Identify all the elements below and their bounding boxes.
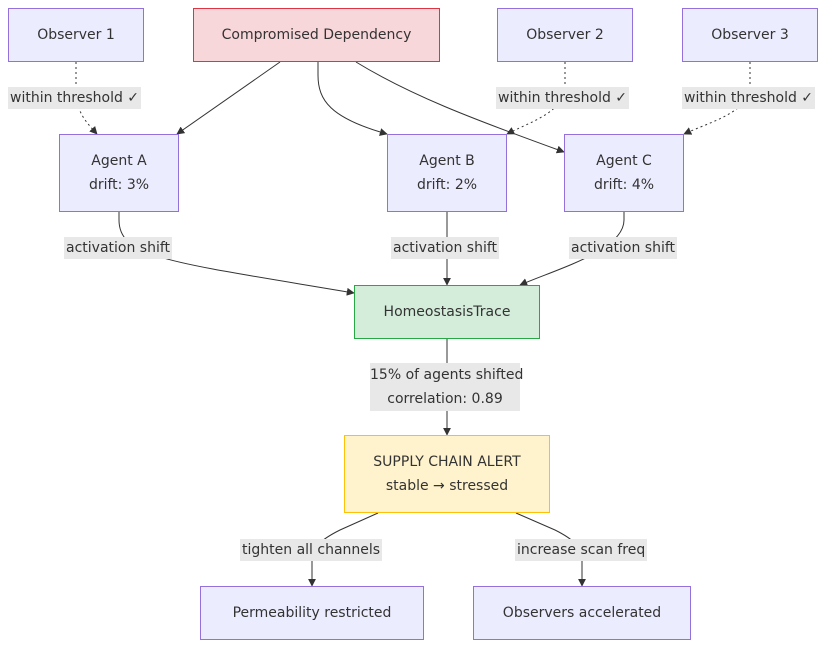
edge-label-activation-c: activation shift: [569, 237, 678, 259]
alert-title: SUPPLY CHAIN ALERT: [373, 454, 521, 470]
edge-label-correlation: correlation: 0.89: [387, 391, 503, 407]
supply-chain-alert-node: SUPPLY CHAIN ALERT stable → stressed: [344, 435, 550, 513]
edge-label-observer1: within threshold ✓: [8, 87, 142, 109]
observers-accelerated-label: Observers accelerated: [502, 605, 662, 621]
edge-label-activation-a: activation shift: [64, 237, 173, 259]
edge-label-trace-to-alert: 15% of agents shifted correlation: 0.89: [370, 363, 524, 411]
compromised-dependency-label: Compromised Dependency: [221, 27, 412, 43]
agent-b-name: Agent B: [419, 153, 475, 169]
edge-label-observer3: within threshold ✓: [682, 87, 816, 109]
agent-a-drift: drift: 3%: [88, 177, 150, 193]
observer3-node: Observer 3: [682, 8, 818, 62]
agent-a-node: Agent A drift: 3%: [59, 134, 179, 212]
alert-state: stable → stressed: [385, 478, 509, 494]
observers-accelerated-node: Observers accelerated: [473, 586, 691, 640]
agent-b-drift: drift: 2%: [416, 177, 478, 193]
agent-c-node: Agent C drift: 4%: [564, 134, 684, 212]
edge-dependency-agentB: [317, 62, 388, 136]
permeability-restricted-node: Permeability restricted: [200, 586, 424, 640]
observer2-label: Observer 2: [526, 27, 604, 43]
agent-b-node: Agent B drift: 2%: [387, 134, 507, 212]
homeostasis-trace-node: HomeostasisTrace: [354, 285, 540, 339]
edge-dependency-agentC: [355, 61, 565, 154]
agent-c-name: Agent C: [596, 153, 652, 169]
edge-dependency-agentA: [176, 61, 281, 135]
compromised-dependency-node: Compromised Dependency: [193, 8, 440, 62]
edge-label-tighten: tighten all channels: [240, 539, 383, 561]
observer2-node: Observer 2: [497, 8, 633, 62]
observer1-label: Observer 1: [37, 27, 115, 43]
observer1-node: Observer 1: [8, 8, 144, 62]
homeostasis-trace-label: HomeostasisTrace: [383, 304, 511, 320]
agent-a-name: Agent A: [91, 153, 147, 169]
permeability-restricted-label: Permeability restricted: [232, 605, 392, 621]
edge-label-agents-shifted: 15% of agents shifted: [370, 367, 524, 383]
edge-label-observer2: within threshold ✓: [496, 87, 630, 109]
edge-observer1-agentA: [75, 62, 98, 135]
edge-label-activation-b: activation shift: [391, 237, 500, 259]
agent-c-drift: drift: 4%: [593, 177, 655, 193]
edge-label-scan: increase scan freq: [515, 539, 648, 561]
observer3-label: Observer 3: [711, 27, 789, 43]
